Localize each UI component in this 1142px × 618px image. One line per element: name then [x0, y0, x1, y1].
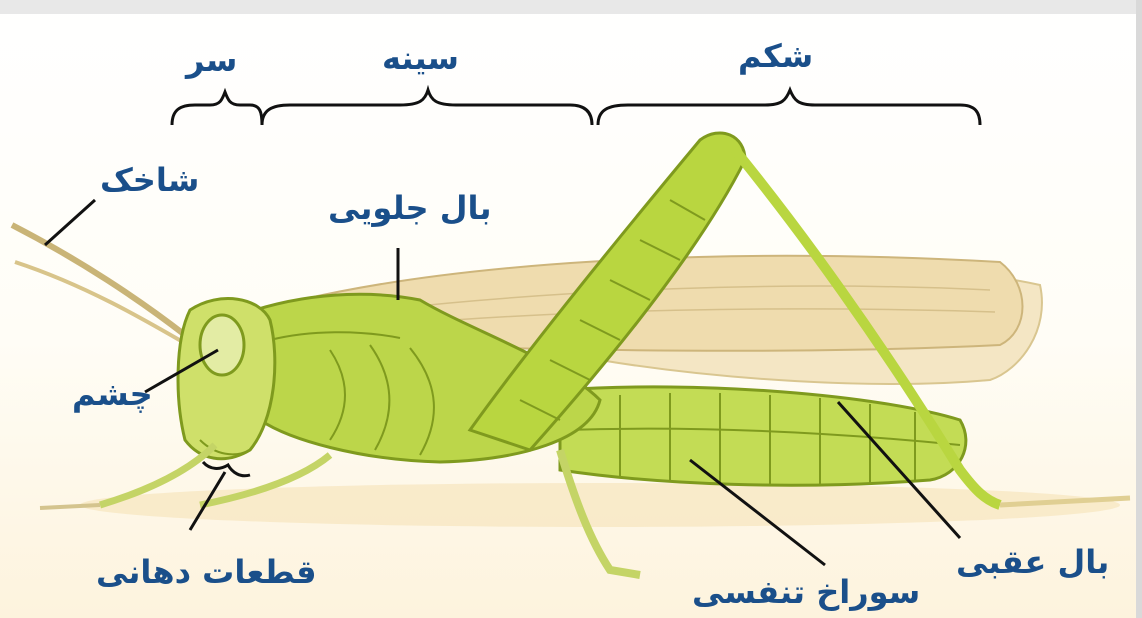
label-spiracle: سوراخ تنفسی [692, 576, 920, 608]
label-forewing: بال جلویی [328, 192, 492, 224]
abdomen-bracket [598, 90, 980, 125]
label-eye: چشم [72, 378, 153, 410]
antenna-leader [45, 200, 95, 245]
label-hindwing: بال عقبی [956, 546, 1109, 578]
thorax-bracket [262, 90, 592, 125]
antenna [12, 225, 185, 335]
label-abdomen: شکم [738, 40, 813, 72]
label-head: سر [186, 44, 237, 76]
eye-shape [200, 315, 244, 375]
label-mouthparts: قطعات دهانی [96, 556, 317, 588]
ground-shadow [80, 483, 1120, 527]
head-bracket [172, 92, 262, 125]
label-thorax: سینه [382, 42, 459, 74]
label-antenna: شاخک [100, 164, 199, 196]
